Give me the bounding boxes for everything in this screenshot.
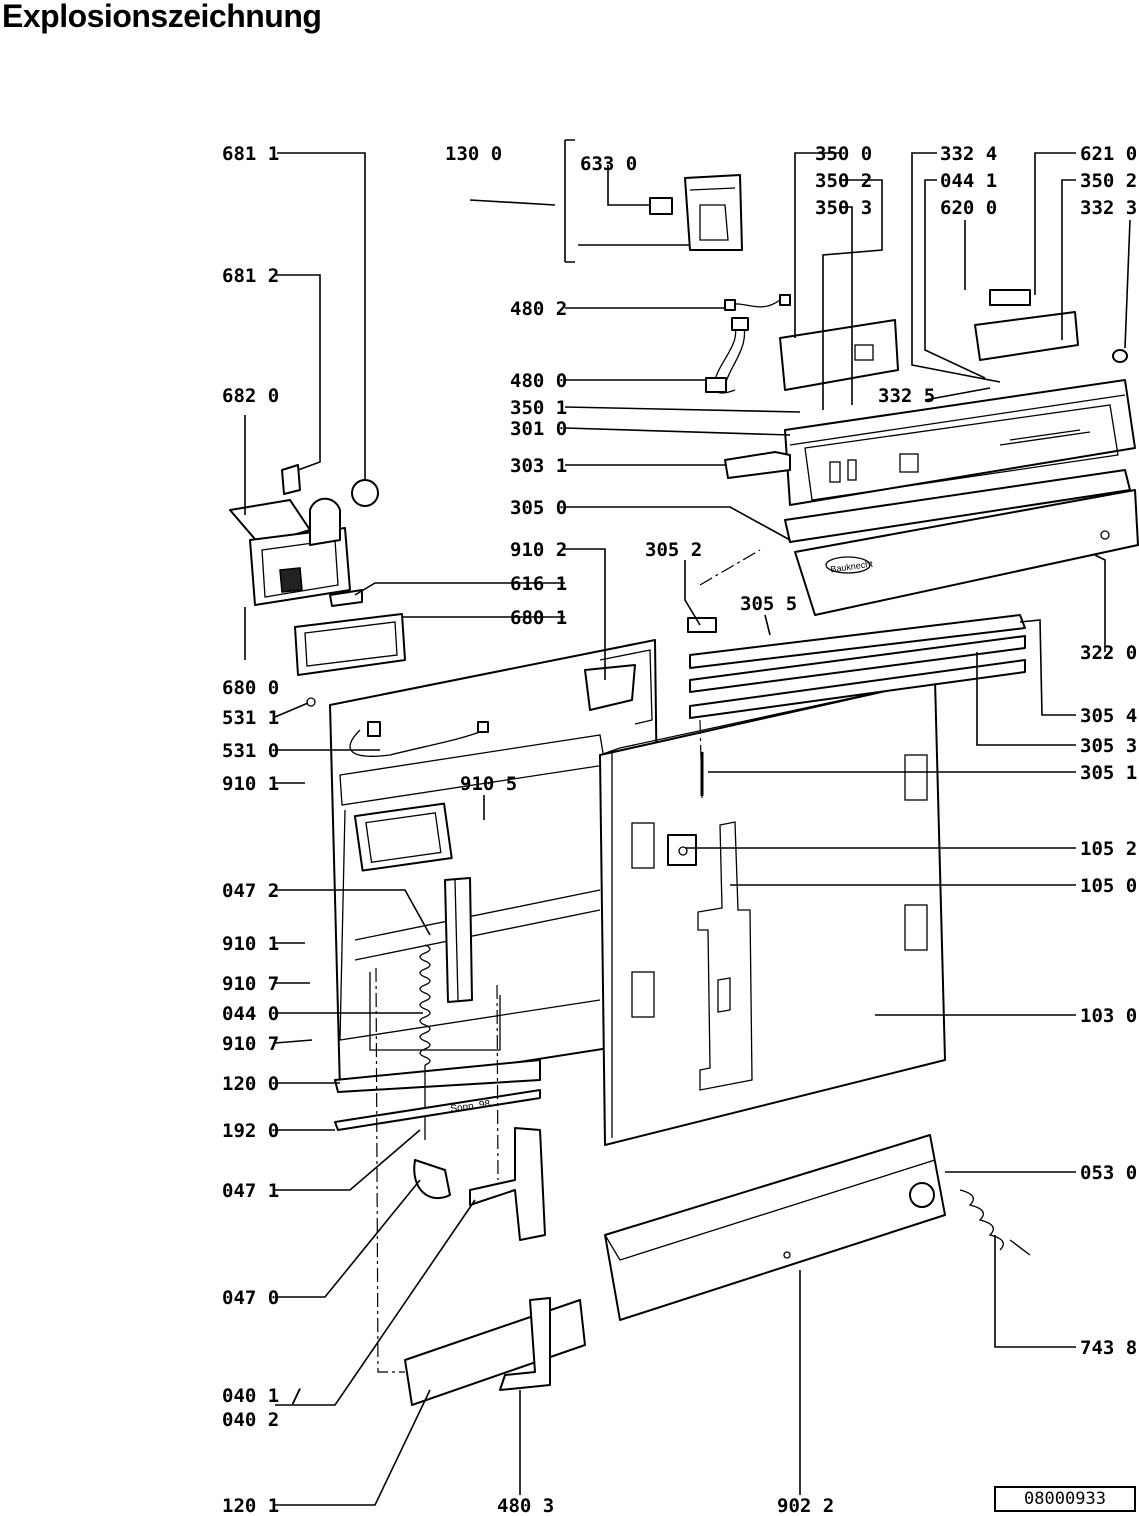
part-labels: 681 1 130 0 633 0 350 0 350 2 350 3 332 … — [222, 143, 1137, 1516]
label-902-2: 902 2 — [777, 1495, 834, 1516]
label-680-1: 680 1 — [510, 607, 567, 629]
label-480-3: 480 3 — [497, 1495, 554, 1516]
label-044-1: 044 1 — [940, 170, 997, 192]
label-743-8: 743 8 — [1080, 1337, 1137, 1359]
dispenser-unit — [229, 464, 406, 676]
label-910-7-a: 910 7 — [222, 973, 279, 995]
label-040-2: 040 2 — [222, 1409, 279, 1431]
label-322-0: 322 0 — [1080, 642, 1137, 664]
label-040-1: 040 1 / — [222, 1385, 302, 1407]
label-633-0: 633 0 — [580, 153, 637, 175]
control-panel: Bauknecht — [784, 379, 1139, 616]
page-title: Explosionszeichnung — [2, 0, 322, 34]
label-681-1: 681 1 — [222, 143, 279, 165]
label-103-0: 103 0 — [1080, 1005, 1137, 1027]
label-130-0: 130 0 — [445, 143, 502, 165]
label-305-4: 305 4 — [1080, 705, 1137, 727]
label-350-2-a: 350 2 — [815, 170, 872, 192]
label-350-0: 350 0 — [815, 143, 872, 165]
electronic-module — [974, 311, 1079, 361]
label-910-1-b: 910 1 — [222, 933, 279, 955]
label-120-0: 120 0 — [222, 1073, 279, 1095]
label-910-7-b: 910 7 — [222, 1033, 279, 1055]
label-105-2: 105 2 — [1080, 838, 1137, 860]
outer-door — [599, 679, 946, 1146]
base-rail — [604, 1134, 946, 1321]
label-680-0: 680 0 — [222, 677, 279, 699]
label-531-0: 531 0 — [222, 740, 279, 762]
stamp-mark: Sonn..98 — [450, 1098, 492, 1115]
label-332-4: 332 4 — [940, 143, 997, 165]
label-192-0: 192 0 — [222, 1120, 279, 1142]
label-910-2: 910 2 — [510, 539, 567, 561]
label-303-1: 303 1 — [510, 455, 567, 477]
base-spring — [959, 1189, 1004, 1251]
label-616-1: 616 1 — [510, 573, 567, 595]
parts: Bauknecht — [229, 174, 1139, 1406]
label-332-3: 332 3 — [1080, 197, 1137, 219]
label-681-2: 681 2 — [222, 265, 279, 287]
label-053-0: 053 0 — [1080, 1162, 1137, 1184]
rails — [687, 614, 1026, 799]
label-682-0: 682 0 — [222, 385, 279, 407]
label-910-5: 910 5 — [460, 773, 517, 795]
label-910-1-a: 910 1 — [222, 773, 279, 795]
label-305-2: 305 2 — [645, 539, 702, 561]
label-620-0: 620 0 — [940, 197, 997, 219]
label-044-0: 044 0 — [222, 1003, 279, 1025]
label-105-0: 105 0 — [1080, 875, 1137, 897]
label-305-3: 305 3 — [1080, 735, 1137, 757]
label-480-0: 480 0 — [510, 370, 567, 392]
door-spring — [419, 944, 431, 1066]
label-047-1: 047 1 — [222, 1180, 279, 1202]
label-531-1: 531 1 — [222, 707, 279, 729]
handle-piece — [724, 451, 791, 479]
label-047-0: 047 0 — [222, 1287, 279, 1309]
label-301-0: 301 0 — [510, 418, 567, 440]
label-332-5: 332 5 — [878, 385, 935, 407]
module-bracket — [649, 174, 743, 251]
leader-lines — [244, 139, 1131, 1506]
label-305-1: 305 1 — [1080, 762, 1137, 784]
circuit-board — [779, 319, 899, 391]
reference-number-box: 08000933 — [994, 1486, 1136, 1512]
label-480-2: 480 2 — [510, 298, 567, 320]
label-047-2: 047 2 — [222, 880, 279, 902]
label-621-0: 621 0 — [1080, 143, 1137, 165]
label-350-2-b: 350 2 — [1080, 170, 1137, 192]
label-120-1: 120 1 — [222, 1495, 279, 1516]
label-350-1: 350 1 — [510, 397, 567, 419]
label-350-3: 350 3 — [815, 197, 872, 219]
label-305-0: 305 0 — [510, 497, 567, 519]
label-305-5: 305 5 — [740, 593, 797, 615]
